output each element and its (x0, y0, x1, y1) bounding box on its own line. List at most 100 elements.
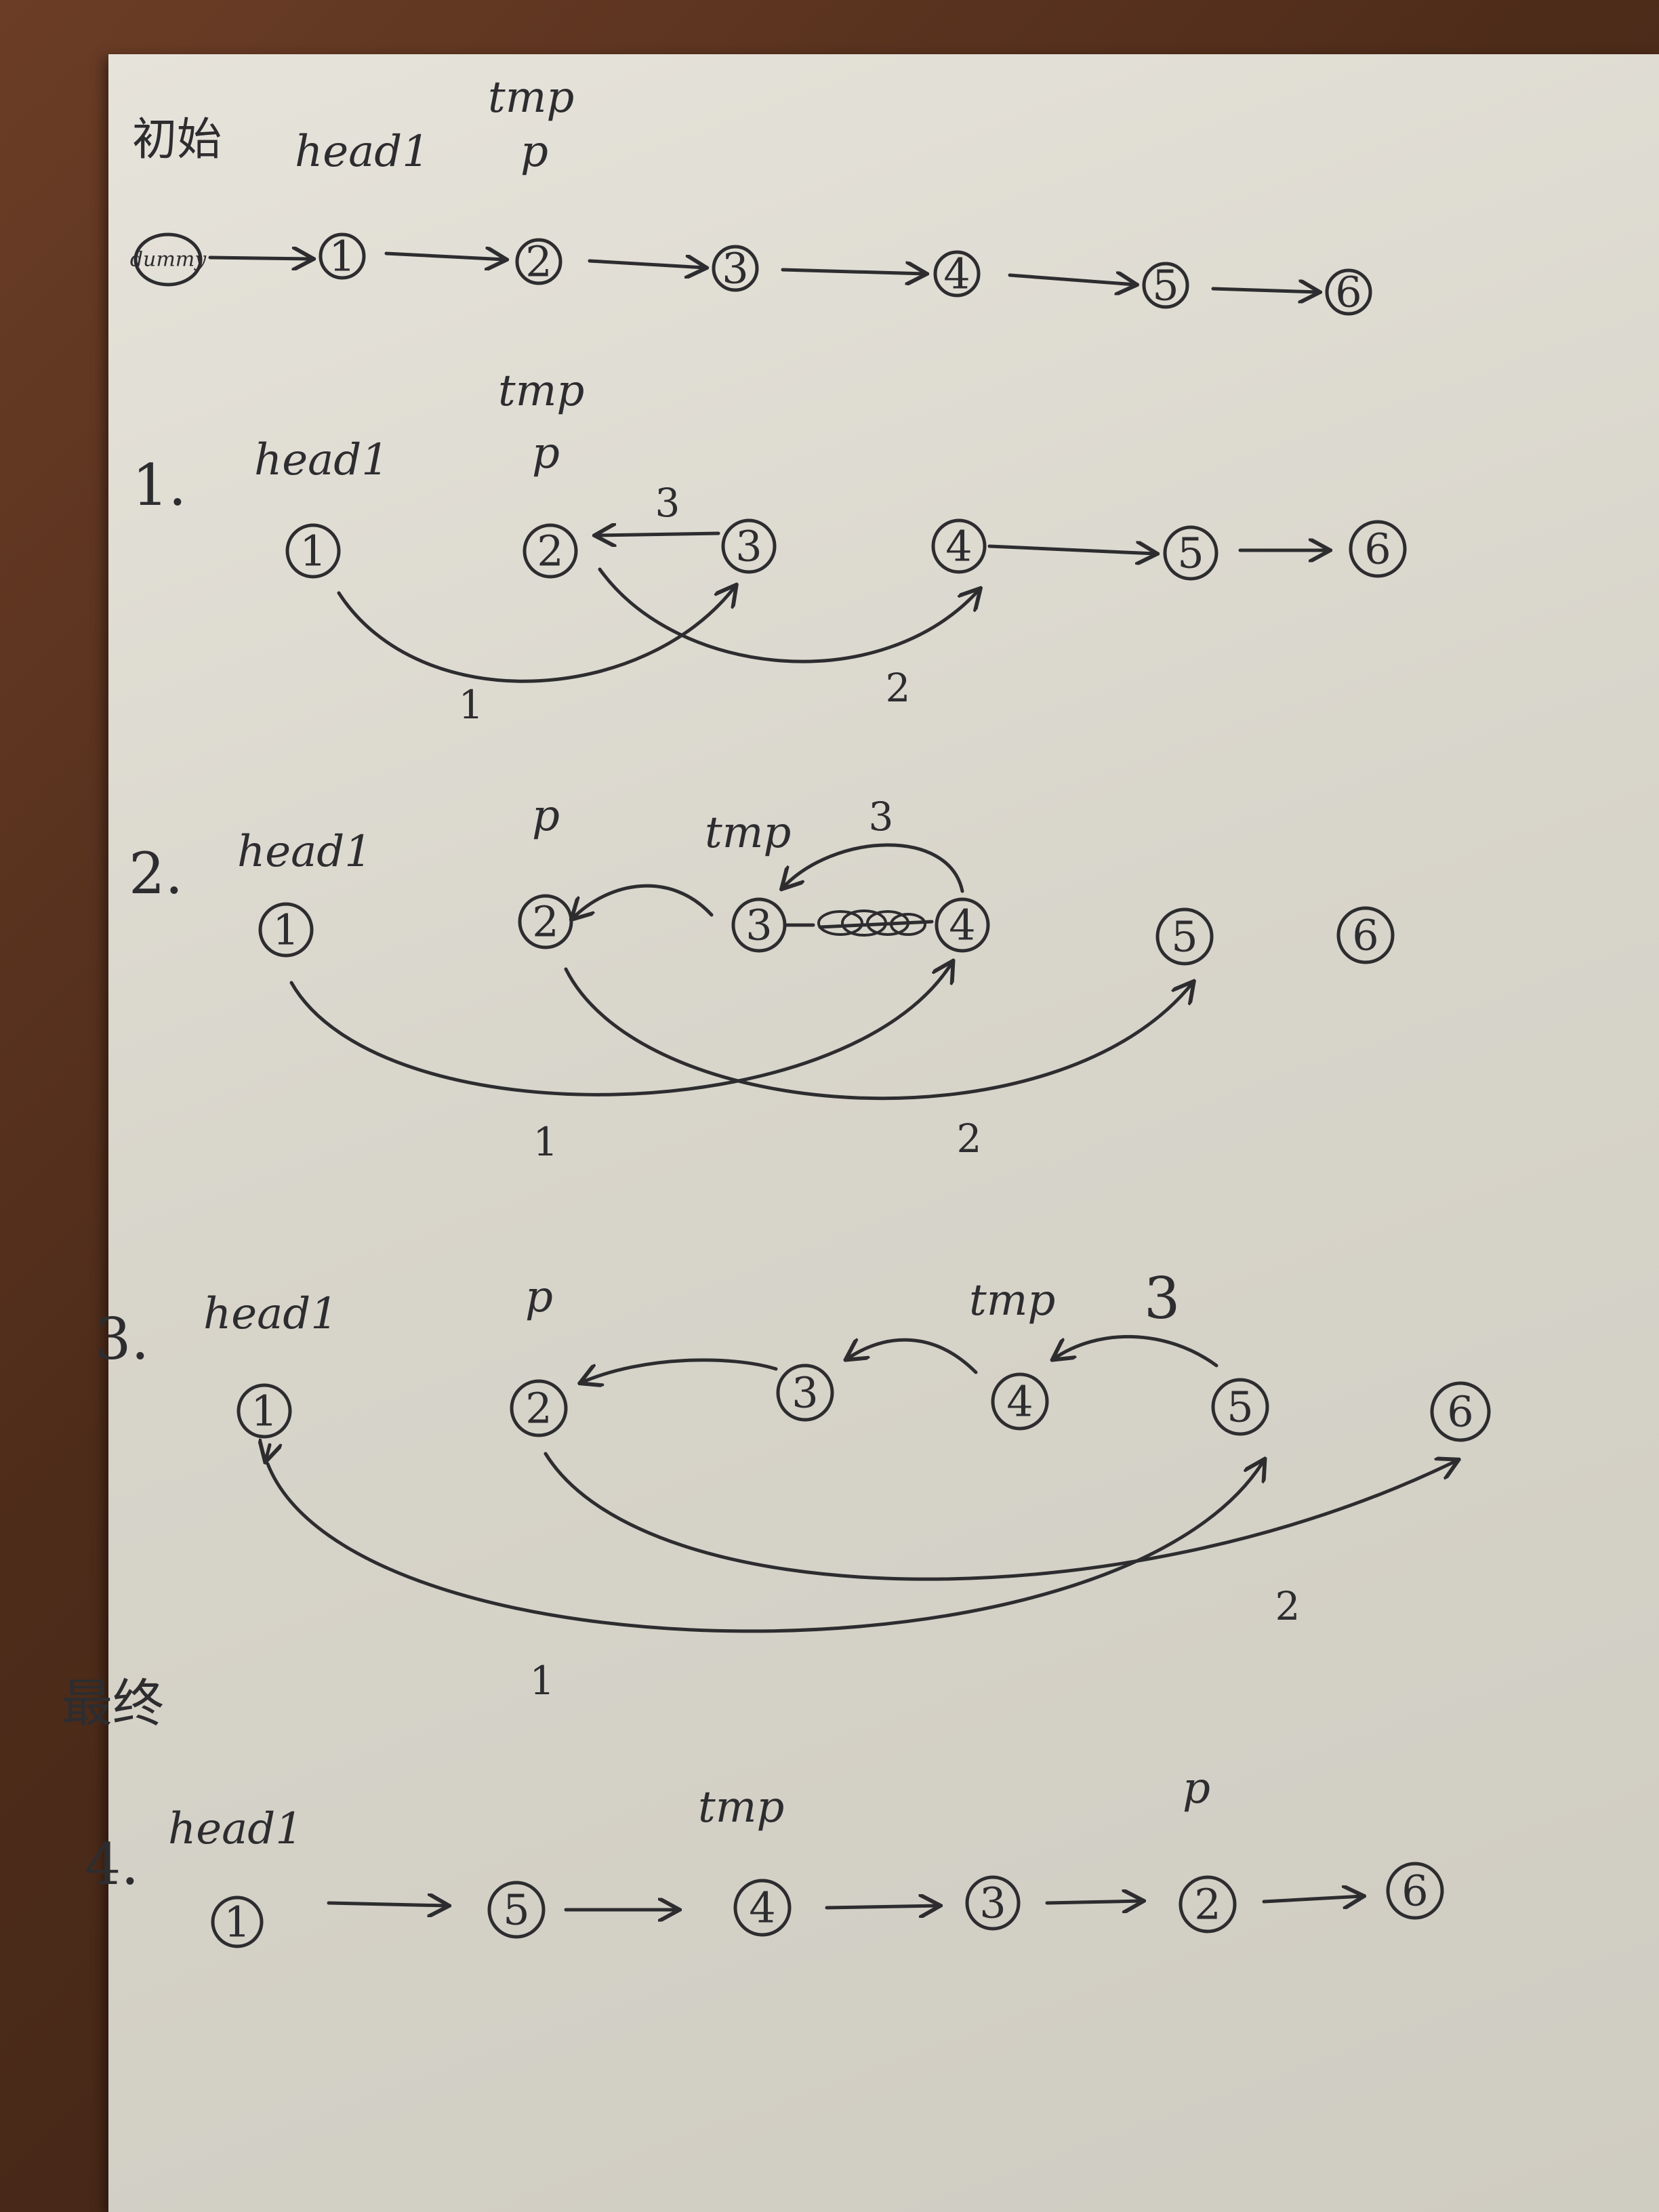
head-pointer-label: head1 (168, 1804, 303, 1854)
node-2-label: 2 (525, 237, 552, 287)
node-5-label: 5 (1227, 1382, 1253, 1432)
section-step-2: 2. head1 p tmp 1 2 3 4 5 6 3 1 2 (129, 791, 1395, 1165)
head-pointer-label: head1 (295, 127, 430, 177)
node-3-label: 3 (722, 244, 748, 293)
node-3-label: 3 (745, 901, 772, 950)
arrow (825, 1906, 939, 1908)
node-4 (733, 1879, 792, 1937)
p-pointer-label: p (520, 127, 548, 177)
node-1-label: 1 (300, 527, 326, 576)
node-6 (1349, 520, 1407, 578)
arrow (544, 1452, 1457, 1581)
node-1 (211, 1896, 264, 1948)
arrow (384, 253, 505, 260)
paper-sheet (108, 54, 1659, 2212)
arrow (783, 843, 964, 893)
node-1-label: 1 (329, 232, 355, 281)
arrow (1262, 1896, 1362, 1902)
node-5 (1142, 262, 1189, 309)
node-3 (776, 1364, 834, 1422)
node-5 (1155, 907, 1214, 966)
node-3 (721, 518, 777, 574)
step-label-1: 1. (132, 452, 186, 518)
node-dummy (134, 232, 203, 287)
node-4 (935, 897, 990, 953)
node-6-label: 6 (1352, 911, 1378, 960)
node-5 (487, 1881, 546, 1939)
arrow (581, 1358, 778, 1382)
step-label-4: 4. (85, 1831, 139, 1898)
p-pointer-label: p (525, 1272, 553, 1322)
node-2 (510, 1379, 568, 1437)
arrow (1054, 1334, 1218, 1368)
node-1-label: 1 (272, 905, 299, 955)
node-6 (1325, 268, 1372, 316)
node-6-label: 6 (1401, 1866, 1428, 1916)
arrow (588, 261, 705, 268)
node-2-label: 2 (532, 897, 558, 947)
p-pointer-label: p (532, 428, 560, 478)
arrow (847, 1340, 978, 1374)
node-1-label: 1 (224, 1898, 250, 1947)
tmp-pointer-label: tmp (969, 1275, 1055, 1326)
section-final: 最终 4. head1 tmp p 1 5 4 3 2 6 (61, 1673, 1444, 1948)
arrow (327, 1903, 447, 1906)
step-label-3: 3. (95, 1306, 149, 1372)
arrow-label: 2 (957, 1115, 982, 1162)
node-4-label: 4 (1006, 1377, 1033, 1427)
node-1-label: 1 (251, 1387, 277, 1436)
tmp-pointer-label: tmp (705, 808, 791, 858)
arrow (337, 586, 735, 683)
node-dummy-label: dummy (130, 248, 207, 272)
node-2-label: 2 (537, 527, 563, 576)
head-pointer-label: head1 (203, 1289, 338, 1339)
node-3 (965, 1875, 1021, 1931)
node-3-label: 3 (792, 1368, 818, 1418)
node-4 (931, 518, 987, 574)
node-5-label: 5 (503, 1885, 529, 1935)
arrow (208, 258, 312, 259)
node-4-label: 4 (949, 901, 975, 950)
node-6-label: 6 (1364, 525, 1391, 574)
arrow-label: 2 (1275, 1583, 1300, 1629)
arrow (596, 533, 720, 535)
arrow (818, 920, 934, 929)
arrow (573, 884, 714, 918)
node-1 (319, 232, 366, 280)
node-5-label: 5 (1177, 529, 1204, 578)
arrow (564, 967, 1193, 1101)
node-2 (515, 238, 562, 285)
node-1 (258, 902, 314, 958)
arrow-label: 1 (533, 1119, 558, 1165)
node-3 (712, 245, 759, 292)
node-1 (237, 1383, 292, 1439)
node-5 (1163, 525, 1218, 581)
tmp-pointer-label: tmp (488, 73, 574, 123)
node-5-label: 5 (1152, 261, 1179, 310)
node-4 (933, 250, 981, 298)
step-label-2: 2. (129, 840, 183, 907)
node-6 (1386, 1862, 1444, 1920)
tmp-pointer-label: tmp (698, 1782, 784, 1832)
arrow-label: 1 (530, 1658, 555, 1704)
node-6 (1430, 1381, 1491, 1442)
node-5-label: 5 (1171, 912, 1197, 962)
head-pointer-label: head1 (237, 827, 372, 877)
node-2-label: 2 (525, 1384, 552, 1433)
arrow-label: 3 (655, 480, 680, 526)
arrow (781, 270, 925, 274)
node-4-label: 4 (945, 522, 972, 571)
node-1 (285, 523, 341, 579)
arrow (1211, 289, 1318, 292)
arrow (266, 1445, 270, 1460)
node-5 (1211, 1378, 1269, 1436)
arrow (1008, 275, 1135, 285)
node-4-label: 4 (749, 1883, 775, 1933)
final-title: 最终 (61, 1673, 164, 1734)
arrow-label: 3 (1144, 1265, 1180, 1332)
p-pointer-label: p (532, 791, 560, 841)
node-3-label: 3 (979, 1879, 1006, 1928)
section-step-1: 1. head1 tmp p 1 2 3 4 5 6 3 1 2 (132, 366, 1407, 728)
node-2-label: 2 (1194, 1880, 1221, 1929)
